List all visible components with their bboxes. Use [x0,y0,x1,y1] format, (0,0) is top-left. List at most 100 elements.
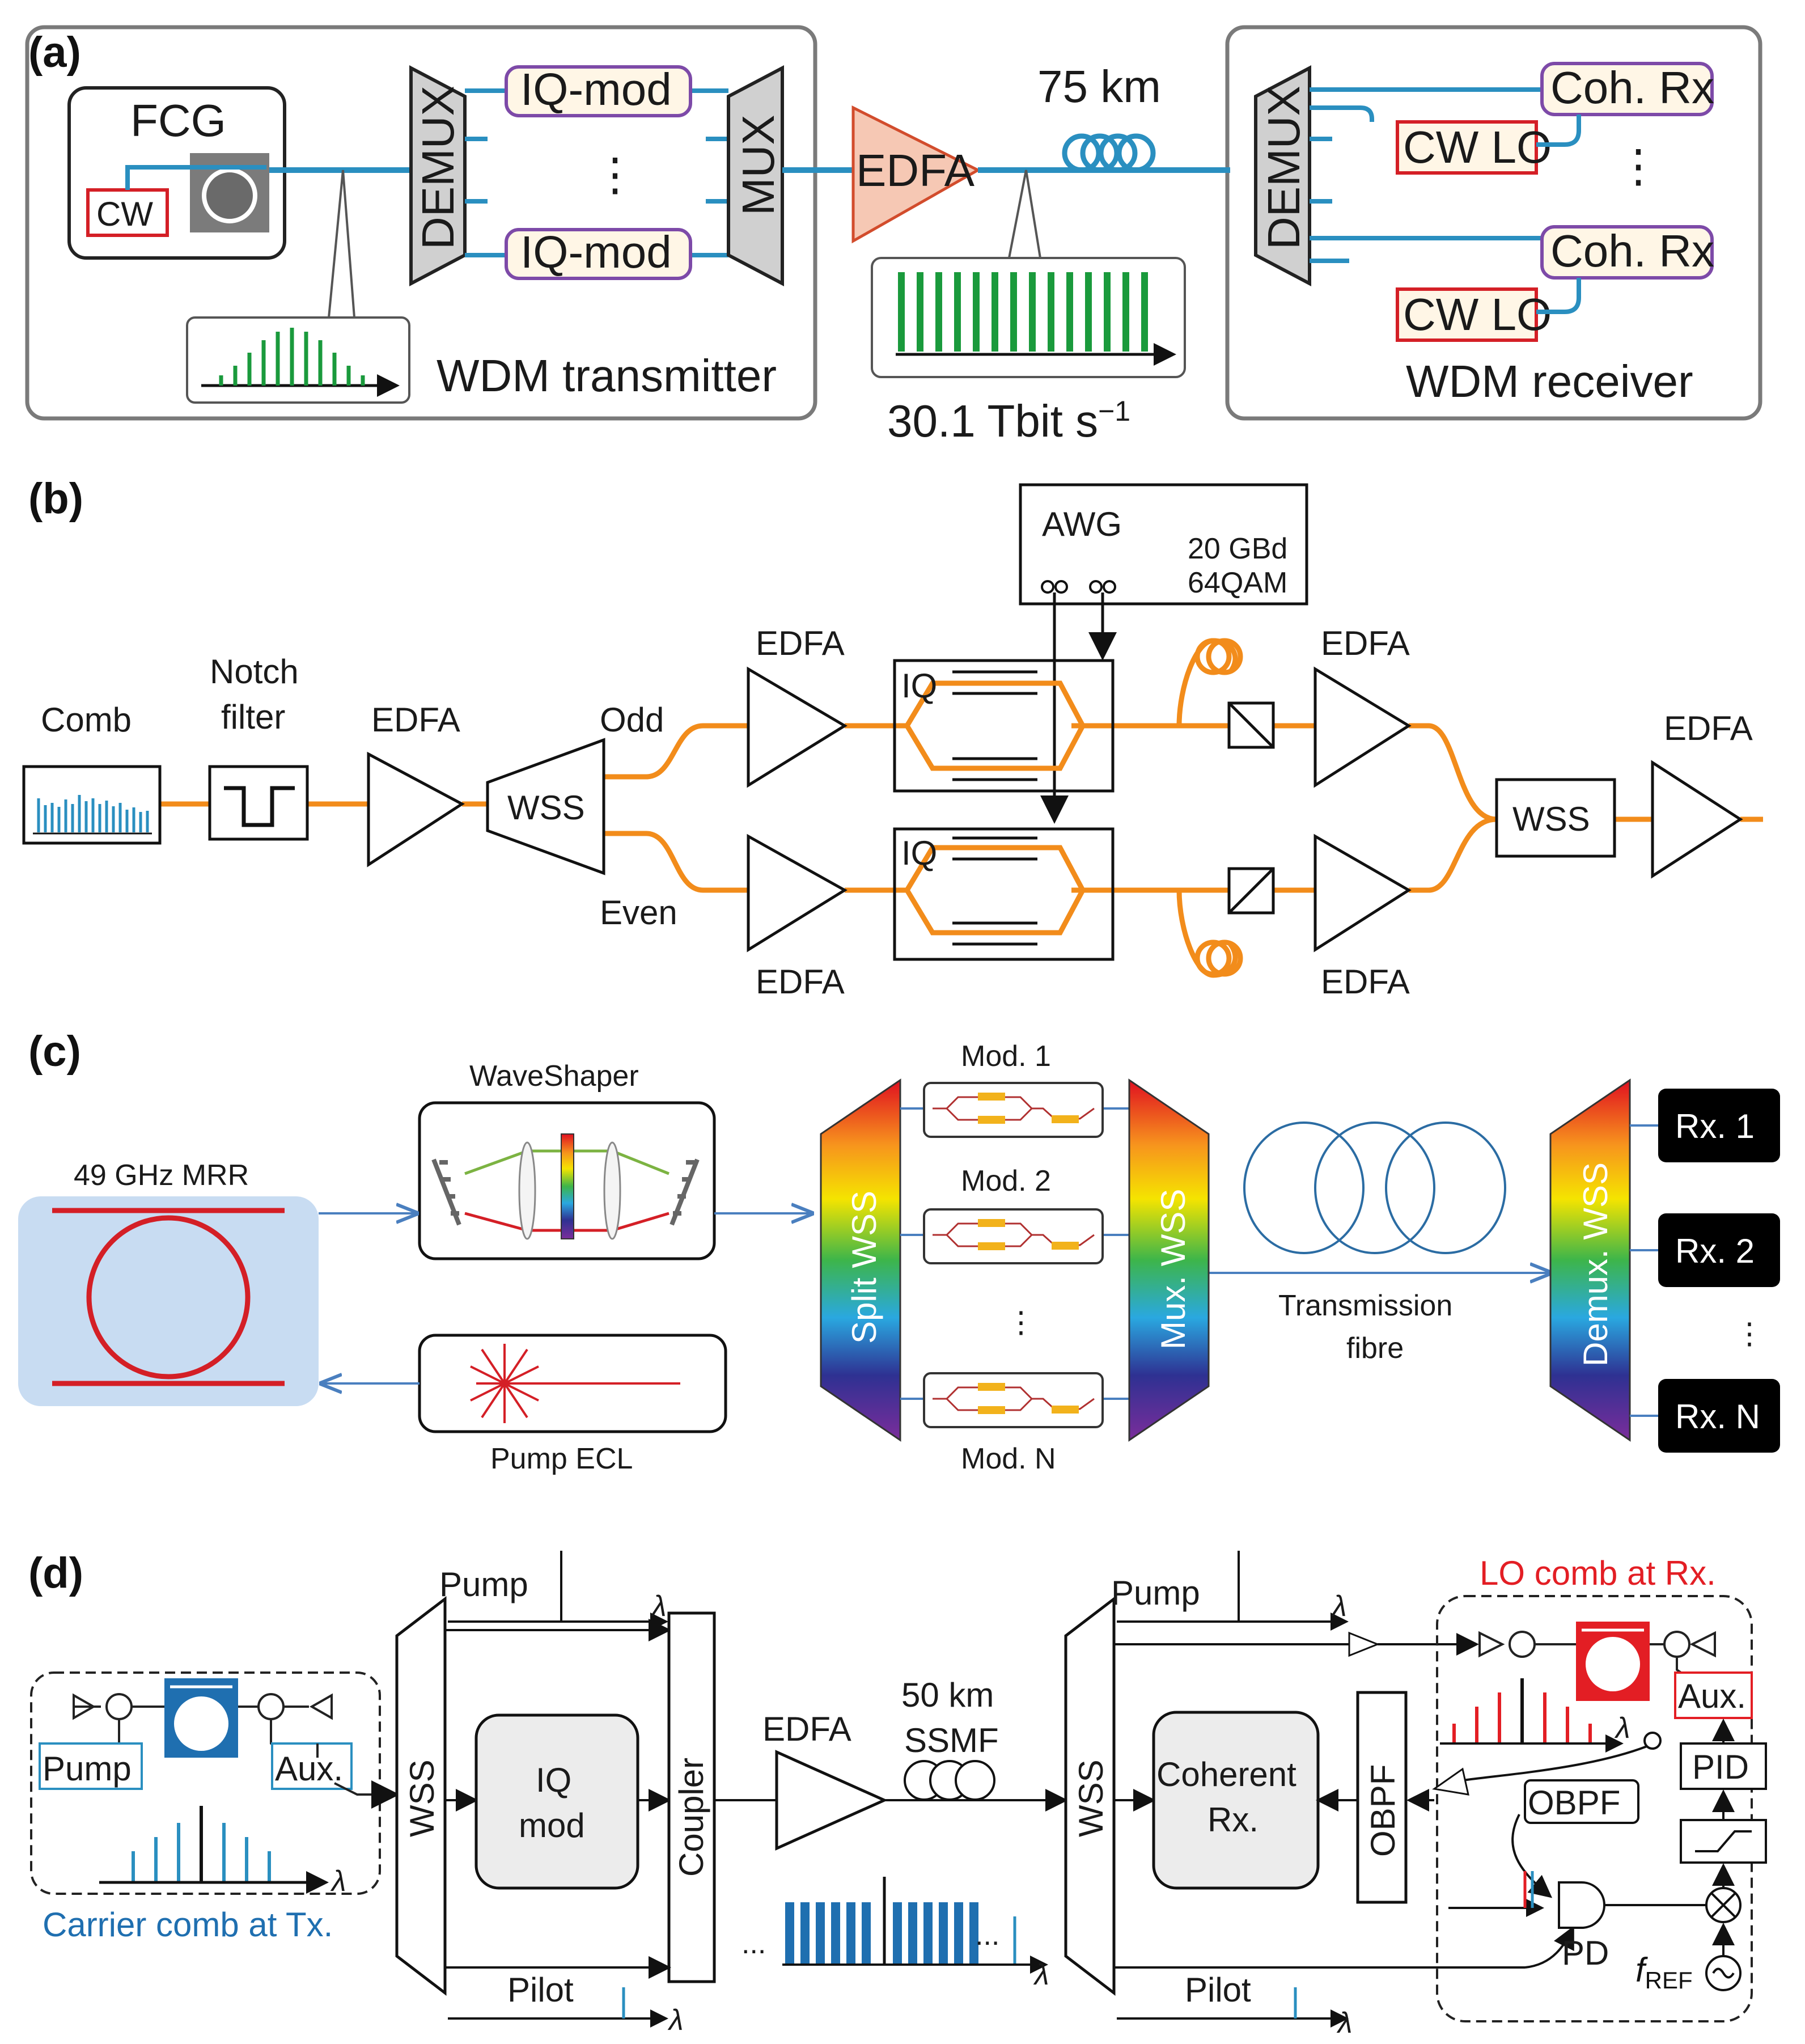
pd-label: PD [1562,1934,1609,1972]
panel-d-tag: (d) [28,1549,83,1597]
cw-lo-bottom-label: CW LO [1403,289,1552,340]
iq-label-bottom: IQ [901,834,937,872]
obpf-label-feedback: OBPF [1528,1784,1620,1822]
panel-c: (c) 49 GHz MRR WaveShaper [18,1027,1780,1475]
channel-bar [816,1902,825,1963]
carrier-comb-box [30,1671,381,1895]
notch-label-line1: Notch [210,653,299,691]
transmission-fibre-spool-icon [1243,1122,1506,1254]
mod1-chip [923,1082,1104,1138]
iq-mod-top [505,65,692,117]
channel-bar [893,1902,902,1963]
modulator-outline [923,1208,1104,1264]
lambda-lo: λ [1614,1712,1630,1745]
edfa-b3 [747,833,848,953]
fibre-label-line2: fibre [1346,1332,1404,1365]
panel-a: (a) FCG CW WDM transmitter DEMUX [25,25,1762,446]
edfa-b1 [367,751,465,867]
coherent-rx-box [1152,1711,1320,1890]
awg-label: AWG [1042,505,1122,543]
edfa-amplifier-a [851,105,981,244]
electrode [1052,1115,1079,1123]
fibre-spool-icon [1062,133,1156,173]
edfa-b2 [747,666,848,788]
mrr-label: 49 GHz MRR [74,1159,249,1192]
comb-label: Comb [41,701,132,739]
pump-label-d2: Pump [1111,1574,1200,1612]
wdm-transmitter-caption: WDM transmitter [437,350,777,401]
edfa-label-b2: EDFA [756,624,845,662]
fibre-label-line1: Transmission [1278,1289,1452,1322]
edfa-label-b5: EDFA [1321,963,1410,1001]
electrode [978,1242,1005,1250]
coh-rx-bottom [1540,225,1714,280]
electrode [978,1406,1005,1414]
odd-label: Odd [600,701,664,739]
obpf-label-rx: OBPF [1364,1764,1402,1857]
loop-filter-box [1680,1819,1767,1864]
pid-label: PID [1692,1748,1749,1786]
awg-output-ports [1041,580,1116,594]
modulator-outline [923,1372,1104,1428]
channel-bar [939,1902,948,1963]
demux-wss-block [1549,1078,1631,1442]
wss-combine-label: WSS [1512,800,1590,838]
edfa-label-b4: EDFA [1321,624,1410,662]
coh-rx-top [1540,62,1714,116]
channel-bar [908,1902,917,1963]
obpf-box-rx [1356,1691,1408,1904]
cw-label: CW [96,195,153,233]
pump-label-tx: Pump [43,1750,132,1788]
tx-demux-label: DEMUX [413,86,463,249]
panel-c-tag: (c) [28,1027,81,1076]
waveshaper-label: WaveShaper [469,1060,639,1093]
rxn-box [1658,1379,1780,1453]
rx2-box [1658,1213,1780,1287]
pump-ecl-label: Pump ECL [490,1442,633,1475]
electrode [1052,1242,1079,1250]
carrier-comb-caption: Carrier comb at Tx. [43,1906,333,1944]
rx-demux-block [1254,65,1311,286]
mrr-chip [18,1196,319,1406]
ssmf-line1: 50 km [901,1676,994,1714]
fibre-length-label: 75 km [1037,61,1161,112]
demux-wss-label: Demux. WSS [1577,1162,1615,1366]
lambda-pilot-rx: λ [1336,2007,1353,2039]
channel-bar [785,1902,794,1963]
edfa-label-b1: EDFA [371,701,460,739]
mux-wss-label: Mux. WSS [1154,1189,1192,1349]
fref-label: fREF [1635,1951,1693,1994]
cw-source [86,188,169,237]
aux-label-rx: Aux. [1678,1677,1746,1715]
lo-comb-spectrum [1452,1678,1592,1743]
electrode [978,1093,1005,1101]
awg-baud-label: 20 GBd [1188,532,1287,565]
modn-chip [923,1372,1104,1428]
comb-spectrum-icon [37,795,149,832]
wss-tx-label: WSS [403,1759,441,1837]
edfa-b4 [1314,666,1412,788]
iq-modulator-bottom [893,827,1115,961]
wss-tx [395,1596,447,1996]
modulator-outline [923,1082,1104,1138]
edfa-b5 [1314,833,1412,953]
pump-label-d1: Pump [439,1565,528,1603]
lambda-pilot-tx: λ [667,2004,684,2037]
ssmf-spool-icon [904,1760,995,1801]
wdm-receiver-caption: WDM receiver [1406,356,1693,407]
lambda-pump-rx: λ [1331,1590,1347,1623]
fcg-label: FCG [130,95,226,146]
edfa-label-b3: EDFA [756,963,845,1001]
iq-mod-bottom [505,228,692,280]
edfa-label-a: EDFA [856,145,975,196]
lo-comb-box [1436,1595,1753,2022]
link-comb-lines [898,272,1148,352]
mod2-label: Mod. 2 [961,1165,1051,1197]
rate-label: 30.1 Tbit s−1 [887,395,1130,446]
wss-rx [1064,1596,1116,1996]
coh-rx-top-label: Coh. Rx [1550,62,1714,113]
electrode [978,1219,1005,1227]
ellipsis-right: ... [975,1919,999,1952]
